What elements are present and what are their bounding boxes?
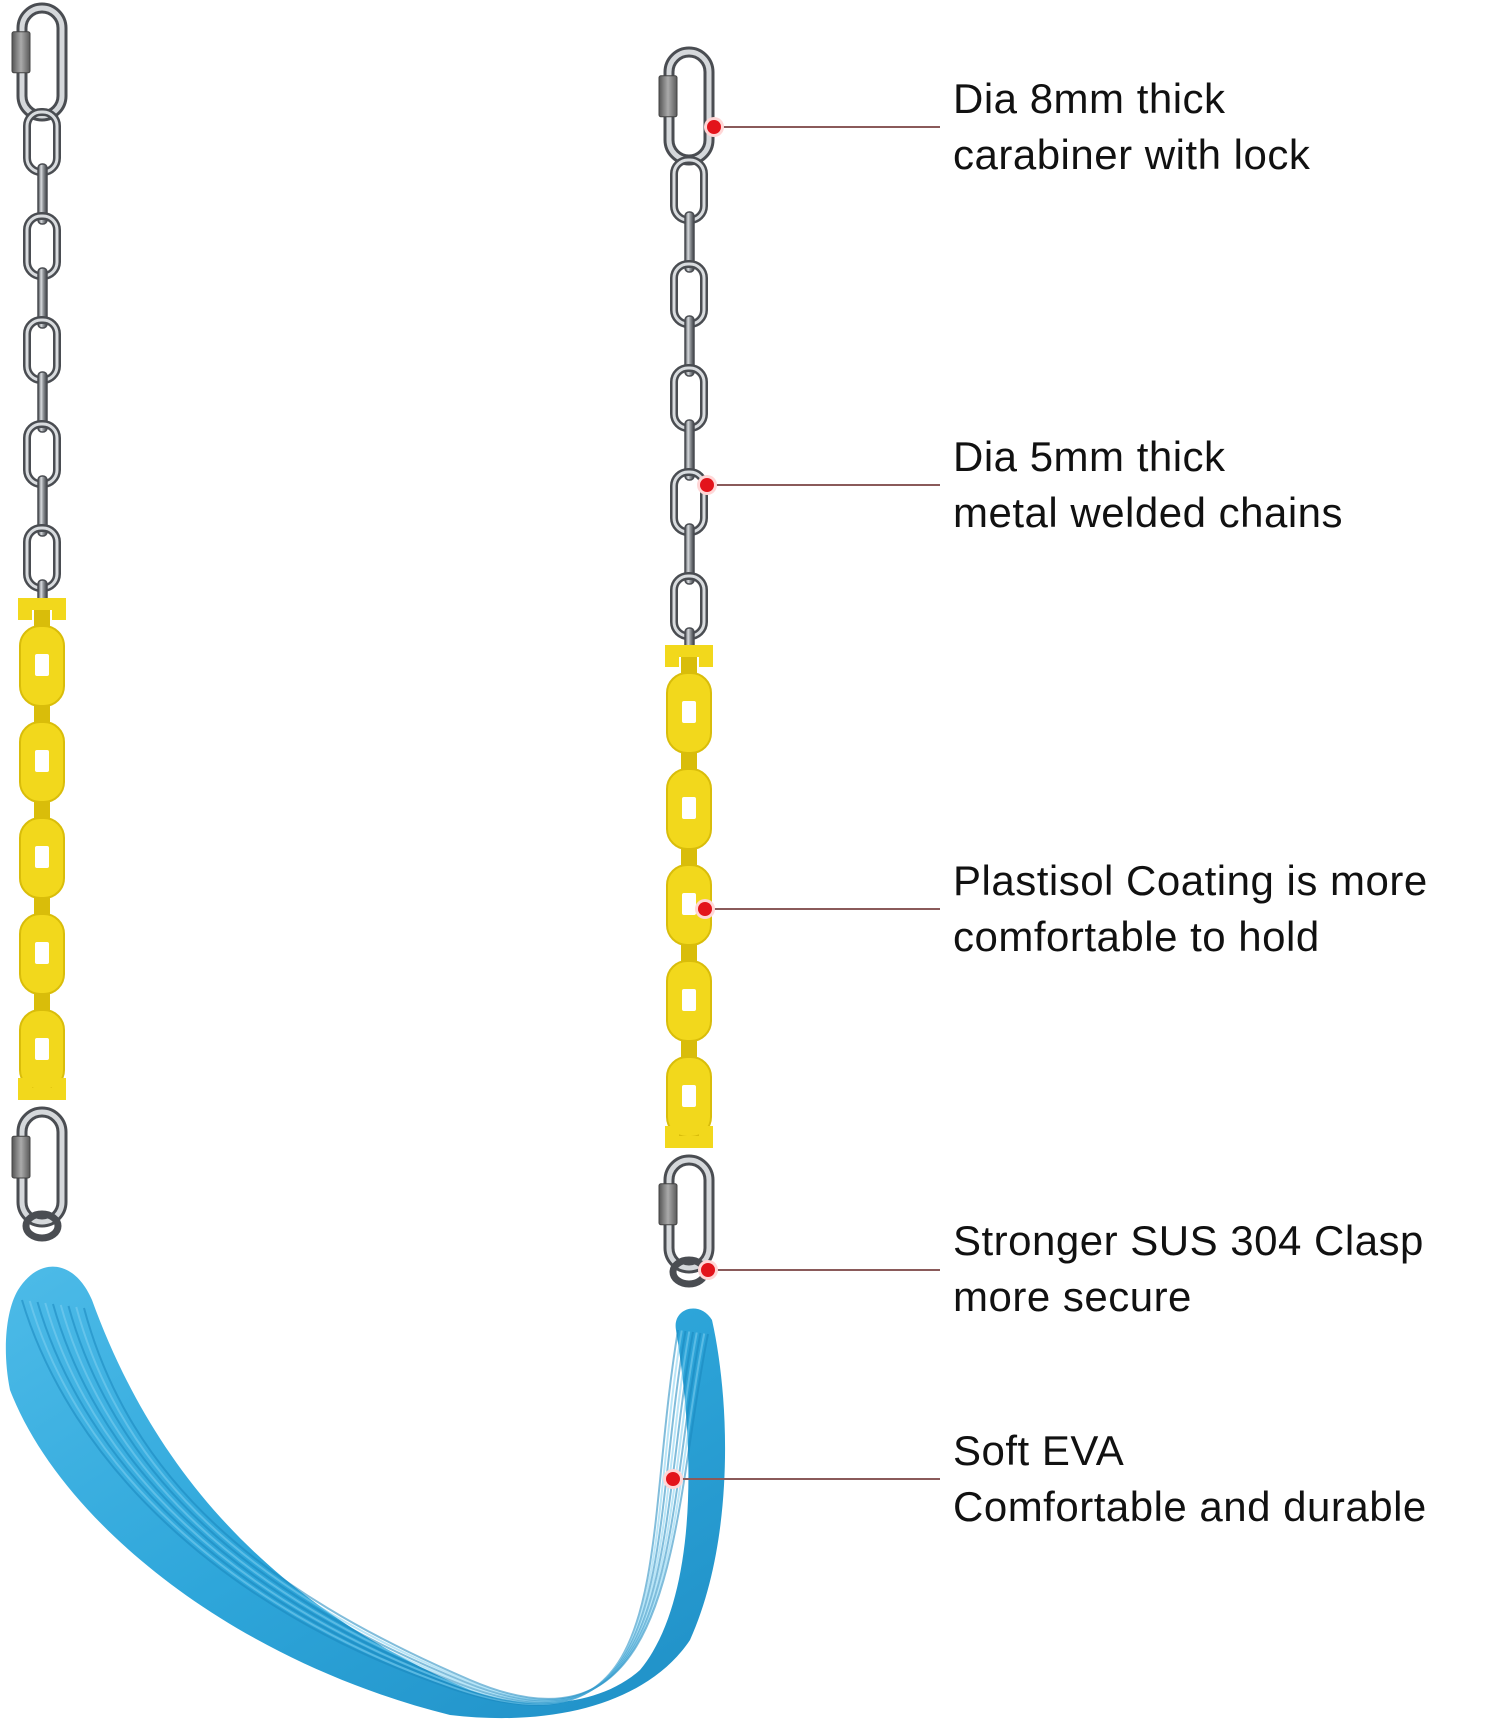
plastisol-link-hole bbox=[682, 797, 696, 819]
callout-carabiner-line-1: Dia 8mm thick bbox=[953, 75, 1226, 122]
chain-link-side bbox=[684, 419, 695, 481]
plastisol-link-hole bbox=[35, 942, 49, 964]
chain-link-side bbox=[684, 315, 695, 377]
plastisol-link-hole bbox=[35, 846, 49, 868]
callout-dot bbox=[700, 478, 714, 492]
chain-link bbox=[670, 156, 708, 224]
plastisol-bottom-cap bbox=[665, 1126, 713, 1148]
chain-link bbox=[23, 316, 61, 384]
callout-dot bbox=[701, 1263, 715, 1277]
seat-ring bbox=[22, 1210, 62, 1242]
callout-coating-line-2: comfortable to hold bbox=[953, 913, 1320, 960]
plastisol-link-hole bbox=[682, 701, 696, 723]
callout-chain-line-2: metal welded chains bbox=[953, 489, 1344, 536]
plastisol-link-hole bbox=[682, 893, 696, 915]
left-chain-assembly bbox=[11, 2, 68, 1242]
seat-body bbox=[5, 1266, 726, 1719]
chain-link bbox=[670, 364, 708, 432]
carabiner-lock-sleeve bbox=[11, 1135, 31, 1179]
plastisol-link-hole bbox=[682, 1085, 696, 1107]
callout-clasp: Stronger SUS 304 Clasp more secure bbox=[953, 1213, 1424, 1325]
plastisol-link-hole bbox=[682, 989, 696, 1011]
callout-dot bbox=[707, 120, 721, 134]
callout-coating-line-1: Plastisol Coating is more bbox=[953, 857, 1428, 904]
chain-link-side bbox=[37, 371, 48, 433]
carabiner-lock-sleeve bbox=[658, 75, 678, 118]
right-chain-assembly bbox=[658, 46, 715, 1288]
plastisol-link-hole bbox=[35, 654, 49, 676]
seat-ridge bbox=[59, 1304, 698, 1703]
chain-link bbox=[670, 572, 708, 640]
seat-ridge bbox=[21, 1299, 679, 1706]
chain-link bbox=[670, 260, 708, 328]
callout-chain-line-1: Dia 5mm thick bbox=[953, 433, 1226, 480]
plastisol-link-hole bbox=[35, 1038, 49, 1060]
chain-link-side bbox=[37, 163, 48, 225]
plastisol-bottom-cap bbox=[18, 1078, 66, 1100]
plastisol-top-cap bbox=[665, 645, 713, 667]
seat-ridge bbox=[83, 1307, 709, 1700]
callout-carabiner: Dia 8mm thick carabiner with lock bbox=[953, 71, 1310, 183]
callout-seat: Soft EVA Comfortable and durable bbox=[953, 1423, 1427, 1535]
chain-link bbox=[23, 420, 61, 488]
plastisol-link-hole bbox=[35, 750, 49, 772]
carabiner-lock-sleeve bbox=[658, 1183, 678, 1226]
callout-clasp-line-2: more secure bbox=[953, 1273, 1192, 1320]
chain-link-side bbox=[684, 523, 695, 585]
callout-seat-line-2: Comfortable and durable bbox=[953, 1483, 1427, 1530]
plastisol-top-cap bbox=[18, 598, 66, 620]
chain-link-side bbox=[37, 267, 48, 329]
callout-markers bbox=[663, 117, 940, 1489]
callout-seat-line-1: Soft EVA bbox=[953, 1427, 1125, 1474]
seat-ridge bbox=[52, 1303, 694, 1703]
callout-chain: Dia 5mm thick metal welded chains bbox=[953, 429, 1343, 541]
seat-ridge bbox=[44, 1302, 691, 1704]
chain-link-side bbox=[37, 475, 48, 537]
callout-coating: Plastisol Coating is more comfortable to… bbox=[953, 853, 1428, 965]
callout-dot bbox=[698, 902, 712, 916]
callout-dot bbox=[666, 1472, 680, 1486]
seat-ridge bbox=[28, 1300, 683, 1706]
seat-ridge bbox=[36, 1301, 687, 1705]
chain-link bbox=[23, 212, 61, 280]
swing-seat bbox=[5, 1266, 726, 1719]
seat-ridge-texture bbox=[21, 1299, 709, 1706]
carabiner-lock-sleeve bbox=[11, 31, 31, 74]
callout-clasp-line-1: Stronger SUS 304 Clasp bbox=[953, 1217, 1424, 1264]
chain-link-side bbox=[684, 211, 695, 273]
seat-ridge bbox=[75, 1306, 706, 1701]
seat-ridge bbox=[67, 1305, 702, 1702]
callout-carabiner-line-2: carabiner with lock bbox=[953, 131, 1311, 178]
chain-link bbox=[23, 524, 61, 592]
